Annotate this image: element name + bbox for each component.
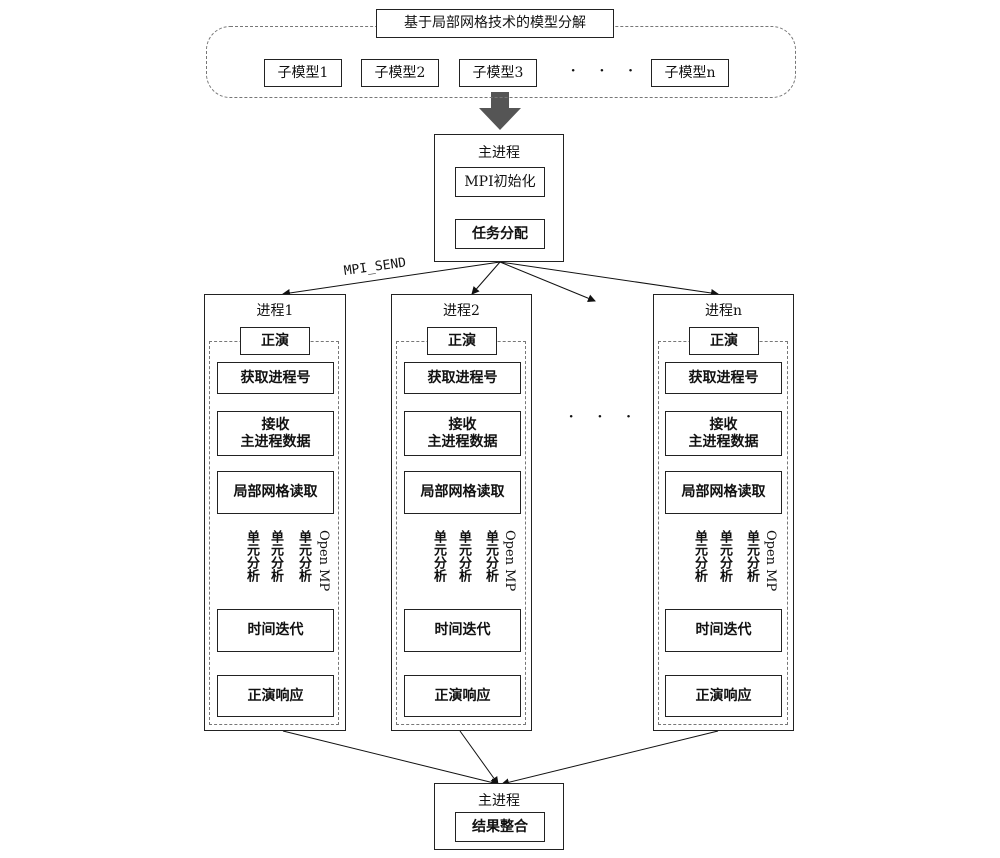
mpi-init-box: MPI初始化	[455, 167, 545, 197]
process-2-time-iter: 时间迭代	[404, 609, 521, 652]
submodel-ellipsis: · · ·	[570, 58, 642, 82]
process-1-elem-1: 单元分析	[244, 530, 259, 582]
process-2-title: 进程2	[443, 303, 480, 319]
process-n-receive: 接收 主进程数据	[665, 411, 782, 456]
process-n-openmp: Open MP	[763, 530, 778, 592]
process-n-forward: 正演	[689, 327, 759, 355]
process-2-time-iter-label: 时间迭代	[434, 622, 491, 638]
process-1-title: 进程1	[256, 303, 294, 319]
process-1-receive-line1: 接收	[261, 416, 290, 433]
process-2-elem-3: 单元分析	[483, 530, 498, 582]
submodel-3-label: 子模型3	[472, 64, 524, 81]
process-1-mesh-read-label: 局部网格读取	[233, 484, 318, 500]
process-n-mesh-read: 局部网格读取	[665, 471, 782, 514]
decomposition-title: 基于局部网格技术的模型分解	[376, 9, 614, 38]
submodel-3: 子模型3	[459, 59, 537, 87]
process-1-forward: 正演	[240, 327, 310, 355]
merge-results-label: 结果整合	[472, 818, 528, 835]
process-1-get-id-label: 获取进程号	[240, 369, 311, 386]
task-assign-box: 任务分配	[455, 219, 545, 249]
process-2-mesh-read: 局部网格读取	[404, 471, 521, 514]
submodel-1-label: 子模型1	[277, 64, 329, 81]
submodel-n-label: 子模型n	[664, 64, 716, 81]
process-n-title: 进程n	[704, 303, 743, 319]
process-2-receive-line1: 接收	[448, 416, 477, 433]
process-1-response: 正演响应	[217, 675, 334, 717]
process-n-response: 正演响应	[665, 675, 782, 717]
process-n-receive-line1: 接收	[709, 416, 738, 433]
process-n-time-iter: 时间迭代	[665, 609, 782, 652]
process-2-get-id-label: 获取进程号	[427, 369, 498, 386]
process-2-forward: 正演	[427, 327, 497, 355]
process-1-receive-line2: 主进程数据	[240, 433, 311, 450]
process-ellipsis: · · ·	[568, 404, 640, 428]
process-n-forward-label: 正演	[710, 332, 738, 349]
process-2-response: 正演响应	[404, 675, 521, 717]
process-2-receive-line2: 主进程数据	[427, 433, 498, 450]
process-1-elem-3: 单元分析	[296, 530, 311, 582]
process-n-time-iter-label: 时间迭代	[695, 622, 752, 638]
process-2-mesh-read-label: 局部网格读取	[420, 484, 505, 500]
decomposition-title-text: 基于局部网格技术的模型分解	[404, 15, 586, 31]
process-2-elem-2: 单元分析	[456, 530, 471, 582]
task-assign-label: 任务分配	[472, 225, 528, 242]
process-1-receive: 接收 主进程数据	[217, 411, 334, 456]
process-n-get-id-label: 获取进程号	[688, 369, 759, 386]
mpi-init-label: MPI初始化	[464, 173, 536, 190]
process-n-elem-2: 单元分析	[717, 530, 732, 582]
process-2-forward-label: 正演	[448, 332, 476, 349]
process-1-time-iter-label: 时间迭代	[247, 622, 304, 638]
process-n-get-id: 获取进程号	[665, 362, 782, 394]
process-1-openmp: Open MP	[316, 530, 331, 592]
big-down-arrow	[479, 92, 521, 130]
process-2-get-id: 获取进程号	[404, 362, 521, 394]
process-1-elem-2: 单元分析	[268, 530, 283, 582]
process-2-elem-1: 单元分析	[431, 530, 446, 582]
process-n-mesh-read-label: 局部网格读取	[681, 484, 766, 500]
process-1-response-label: 正演响应	[247, 687, 304, 704]
master-title: 主进程	[478, 145, 520, 161]
submodel-2-label: 子模型2	[374, 64, 426, 81]
process-n-response-label: 正演响应	[695, 687, 752, 704]
process-2-openmp: Open MP	[502, 530, 517, 592]
final-master-title: 主进程	[478, 793, 520, 809]
submodel-1: 子模型1	[264, 59, 342, 87]
submodel-n: 子模型n	[651, 59, 729, 87]
submodel-2: 子模型2	[361, 59, 439, 87]
process-n-receive-line2: 主进程数据	[688, 433, 759, 450]
process-1-mesh-read: 局部网格读取	[217, 471, 334, 514]
process-1-time-iter: 时间迭代	[217, 609, 334, 652]
process-1-forward-label: 正演	[261, 332, 289, 349]
process-2-receive: 接收 主进程数据	[404, 411, 521, 456]
process-n-elem-1: 单元分析	[692, 530, 707, 582]
merge-results-box: 结果整合	[455, 812, 545, 842]
process-2-response-label: 正演响应	[434, 687, 491, 704]
process-1-get-id: 获取进程号	[217, 362, 334, 394]
process-n-elem-3: 单元分析	[744, 530, 759, 582]
